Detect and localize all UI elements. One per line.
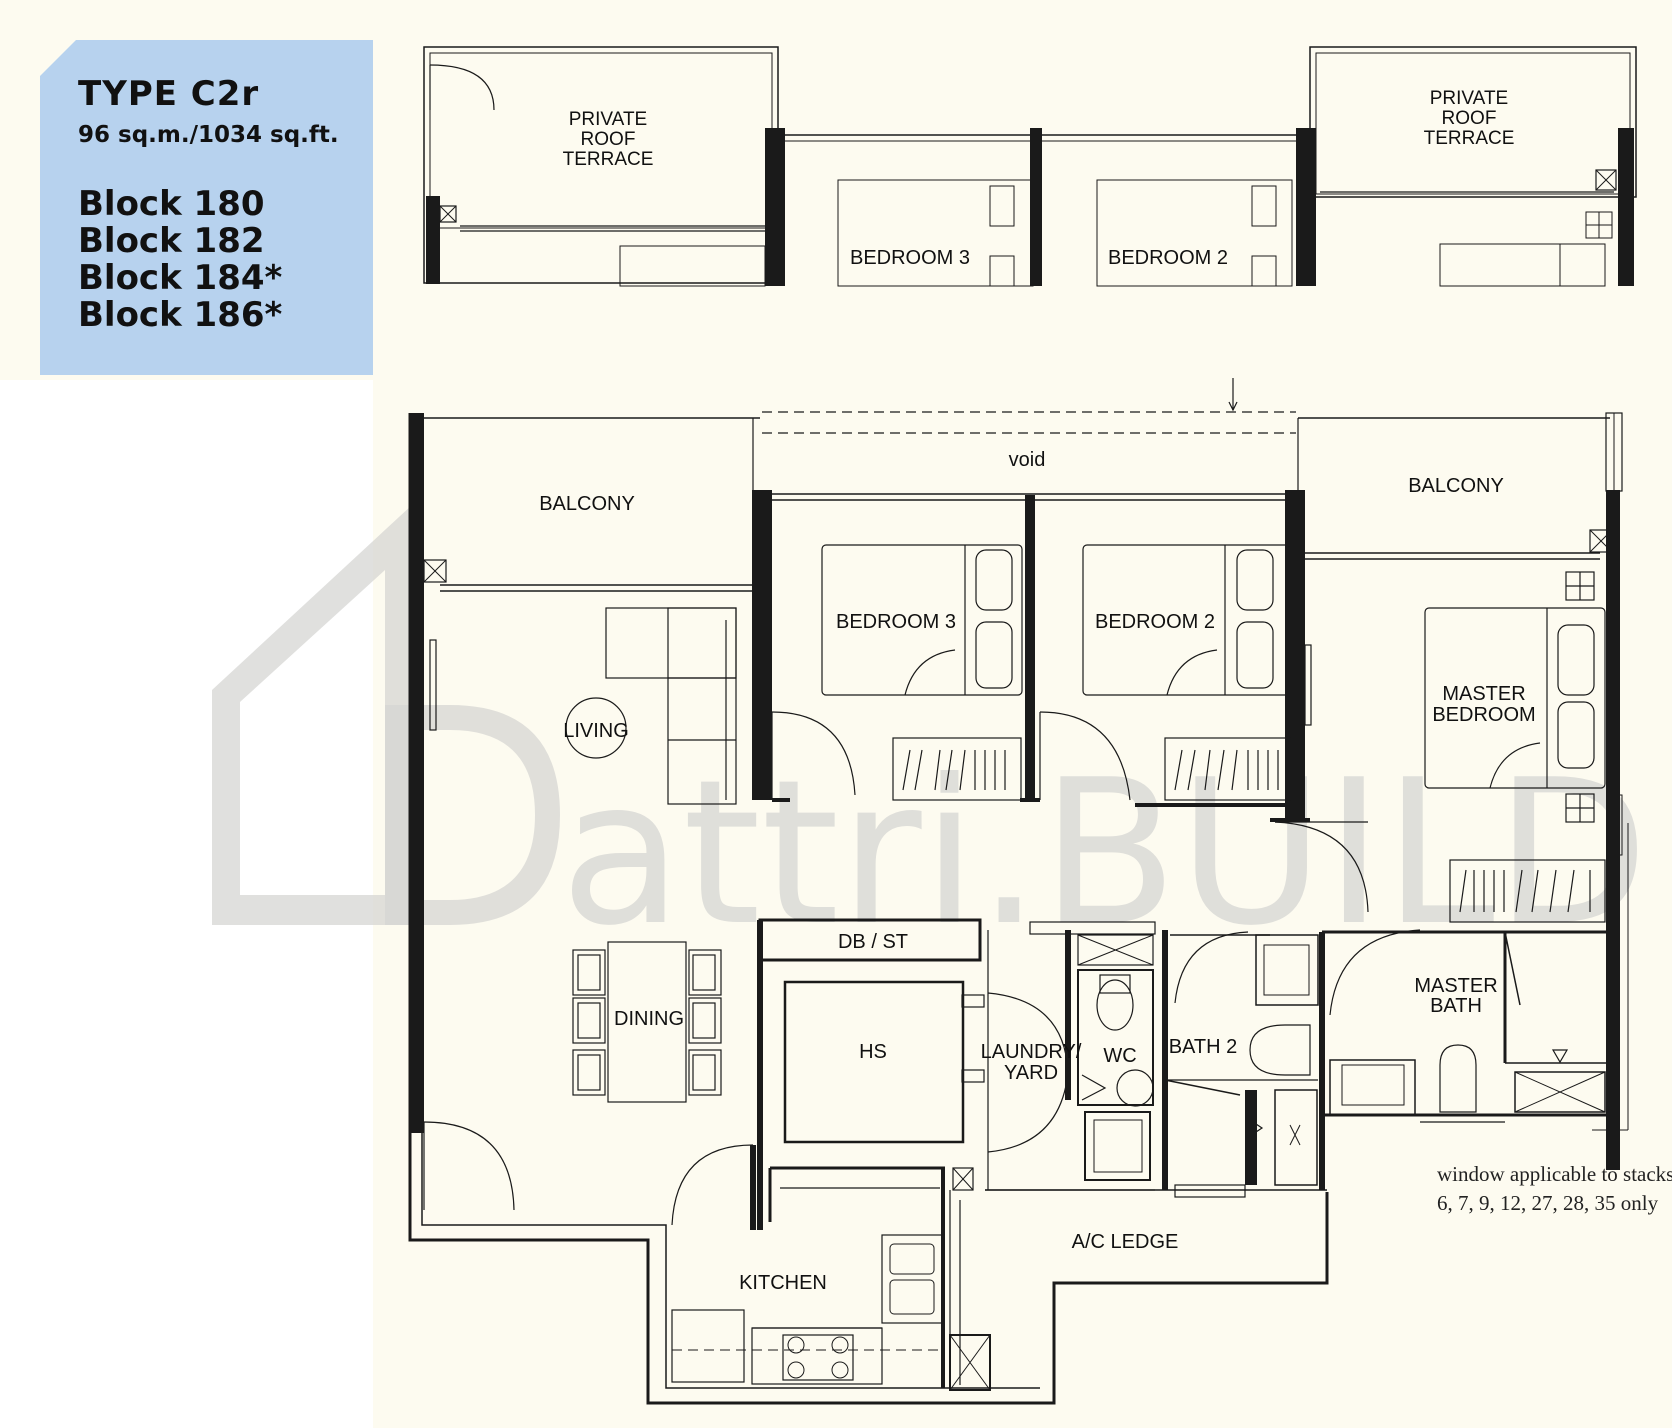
label-bedroom2: BEDROOM 2 [1095,611,1215,633]
block-item: Block 186* [78,295,283,335]
label-bath2: BATH 2 [1169,1036,1238,1058]
room-labels: void BALCONY BALCONY BEDROOM 3 BEDROOM 2… [539,449,1535,1294]
label-roof-terrace-right-3: TERRACE [1424,128,1515,149]
note-line-2: 6, 7, 9, 12, 27, 28, 35 only [1437,1191,1659,1215]
label-roof-terrace-right-1: PRIVATE [1430,88,1508,109]
note-line-1: window applicable to stacks [1437,1162,1672,1186]
label-hs: HS [859,1041,887,1063]
block-item: Block 184* [78,258,283,298]
walls [408,378,1629,1405]
label-master-bath-1: MASTER [1414,975,1497,997]
label-dining: DINING [614,1008,684,1030]
unit-type-title: TYPE C2r [78,74,260,114]
key-plan-labels: PRIVATE ROOF TERRACE PRIVATE ROOF TERRAC… [563,88,1515,269]
label-db-st: DB / ST [838,931,908,953]
block-item: Block 182 [78,221,265,261]
label-roof-terrace-left-3: TERRACE [563,149,654,170]
block-list: Block 180 Block 182 Block 184* Block 186… [78,186,282,334]
label-balcony-left: BALCONY [539,493,635,515]
unit-area: 96 sq.m./1034 sq.ft. [78,122,339,148]
label-key-bedroom2: BEDROOM 2 [1108,247,1228,269]
block-item: Block 180 [78,184,265,224]
label-void: void [1009,449,1046,471]
label-bedroom3: BEDROOM 3 [836,611,956,633]
label-master-bedroom-1: MASTER [1442,683,1525,705]
label-balcony-right: BALCONY [1408,475,1504,497]
label-living: LIVING [563,720,629,742]
label-laundry-yard-1: LAUNDRY/ [981,1041,1082,1063]
key-plan [423,46,1637,287]
label-master-bath-2: BATH [1430,995,1482,1017]
label-roof-terrace-left-2: ROOF [581,129,636,150]
panel-corner-cut [40,40,76,76]
label-master-bedroom-2: BEDROOM [1432,704,1535,726]
window-note: window applicable to stacks 6, 7, 9, 12,… [1437,1162,1672,1215]
unit-info-panel: TYPE C2r 96 sq.m./1034 sq.ft. Block 180 … [40,40,373,375]
label-roof-terrace-left-1: PRIVATE [569,109,647,130]
label-key-bedroom3: BEDROOM 3 [850,247,970,269]
label-roof-terrace-right-2: ROOF [1442,108,1497,129]
label-ac-ledge: A/C LEDGE [1072,1231,1179,1253]
label-wc: WC [1103,1045,1136,1067]
label-kitchen: KITCHEN [739,1272,827,1294]
label-laundry-yard-2: YARD [1004,1062,1058,1084]
